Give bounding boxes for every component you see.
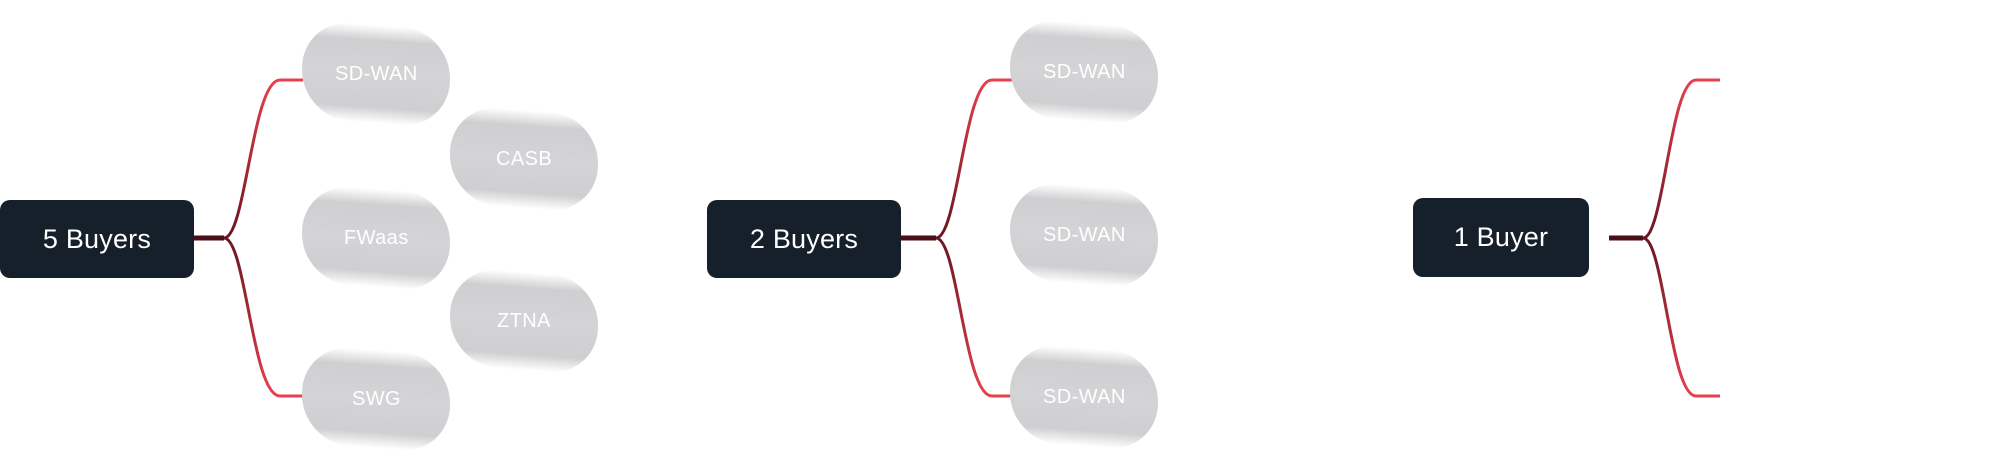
product-pill-ztna: ZTNA	[450, 266, 598, 376]
buyer-node-group-3: 1 Buyer	[1413, 198, 1589, 277]
product-label: ZTNA	[497, 309, 551, 332]
buyer-node-group-2: 2 Buyers	[707, 200, 901, 278]
product-label: FWaas	[343, 226, 409, 249]
branch-down	[1642, 236, 1720, 398]
branch-up	[223, 78, 303, 240]
product-label: CASB	[495, 147, 553, 170]
group-1-connectors	[194, 78, 303, 398]
group-2-connectors	[901, 78, 1013, 398]
product-pill-sdwan: SD-WAN	[1010, 342, 1158, 452]
product-pill-fwaas: FWaas	[302, 183, 450, 293]
product-pill-swg: SWG	[302, 344, 450, 454]
product-pill-sdwan: SD-WAN	[1010, 180, 1158, 290]
group-3-connectors	[1609, 78, 1720, 398]
product-label: SD-WAN	[1042, 385, 1126, 408]
product-pill-sdwan: SD-WAN	[1010, 17, 1158, 127]
branch-up	[935, 78, 1013, 240]
product-label: SWG	[351, 387, 401, 410]
product-pill-sdwan: SD-WAN	[302, 19, 450, 129]
branch-down	[935, 236, 1013, 398]
branch-down	[223, 236, 303, 398]
buyer-label: 5 Buyers	[42, 223, 152, 254]
product-label: SD-WAN	[334, 62, 418, 85]
product-pill-casb: CASB	[450, 104, 598, 214]
branch-up	[1642, 78, 1720, 240]
buyer-label: 2 Buyers	[749, 223, 859, 254]
buyer-node-group-1: 5 Buyers	[0, 200, 194, 278]
product-label: SD-WAN	[1042, 223, 1126, 246]
buyer-label: 1 Buyer	[1453, 222, 1549, 252]
product-label: SD-WAN	[1042, 60, 1126, 83]
